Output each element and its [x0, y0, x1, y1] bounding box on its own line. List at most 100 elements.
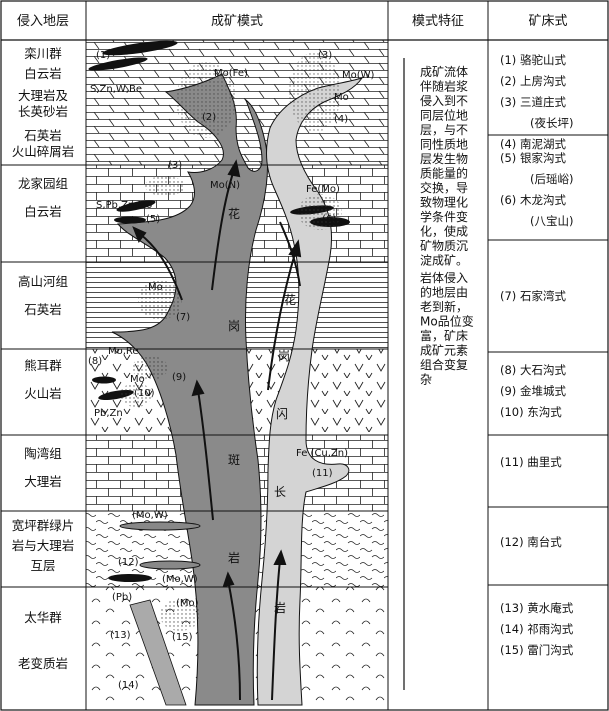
deposit-1-line-2: (2) 上房沟式 [500, 74, 566, 88]
label-n5: (5) [146, 214, 160, 225]
label-n14: (14) [118, 680, 139, 691]
deposit-2-line-4: (八宝山) [530, 214, 573, 228]
model-annotations: (1) S,Zn,W,Be Mo(Fe) (2) (3) Mo(W) Mo (4… [88, 50, 375, 691]
deposit-1-line-1: (1) 骆驼山式 [500, 53, 566, 67]
granodiorite-char-1: 花 [284, 292, 296, 307]
label-fe-cu-zn: Fe (Cu,Zn) [296, 448, 348, 459]
strata-labels: 栾川群白云岩大理岩及长英砂岩石英岩火山碎屑岩龙家园组白云岩高山河组石英岩熊耳群火… [12, 46, 75, 671]
deposit-4-line-2: (9) 金堆城式 [500, 384, 566, 398]
stratum-1-line-6: 火山碎屑岩 [12, 144, 75, 159]
label-n3-top: (3) [318, 50, 332, 61]
feature-a-line-13: 矿物质沉 [420, 239, 468, 253]
orebody-13-band [129, 599, 187, 706]
feature-b-line-6: 成矿元素 [420, 344, 468, 358]
porphyry-char-3: 斑 [228, 453, 240, 467]
label-n15: (15) [172, 632, 193, 643]
label-n9: (9) [172, 372, 186, 383]
deposit-7-line-3: (15) 雷门沟式 [500, 643, 574, 657]
label-mo-re: Mo,Re [108, 346, 139, 357]
label-n6: (6) [322, 214, 336, 225]
feature-a-line-14: 淀成矿。 [420, 254, 468, 268]
feature-a-line-11: 学条件变 [420, 209, 468, 224]
granodiorite-char-5: 岩 [274, 600, 286, 615]
label-n12: (12) [118, 557, 139, 568]
stratum-2-line-1: 龙家园组 [18, 176, 68, 191]
label-n2: (2) [202, 112, 216, 123]
feature-a-line-12: 化，使成 [420, 224, 468, 239]
granodiorite-char-2: 岗 [278, 349, 290, 363]
deposit-2-line-3: (6) 木龙沟式 [500, 193, 566, 207]
stratum-5-line-2: 大理岩 [24, 474, 62, 489]
deposit-2-line-2: (后瑶峪) [530, 172, 573, 186]
label-n1-elements: S,Zn,W,Be [90, 84, 142, 95]
label-mo-7: Mo [148, 282, 163, 293]
granodiorite-char-3: 闪 [276, 407, 288, 421]
header-col-features: 模式特征 [412, 14, 464, 29]
label-mo-15: (Mo) [176, 598, 199, 609]
feature-b-line-1: 岩体侵入 [420, 270, 468, 285]
rock-names: 花 岗 斑 岩 花 岗 闪 长 岩 [228, 206, 296, 615]
label-n11: (11) [312, 468, 333, 479]
feature-b-line-5: 富，矿床 [420, 328, 468, 343]
label-mo-w-12b: (Mo,W) [162, 574, 198, 585]
porphyry-char-4: 岩 [228, 550, 240, 565]
granite-porphyry-body [111, 73, 268, 706]
model-feature-text: 成矿流体伴随岩浆侵入到不同层位地层，与不同性质地层发生物质能量的交换，导致物理化… [420, 65, 474, 387]
stratum-7-line-2: 老变质岩 [18, 656, 68, 671]
feature-b-line-8: 杂 [420, 373, 432, 387]
label-n8: (8) [88, 356, 102, 367]
feature-a-line-10: 致物理化 [420, 196, 468, 210]
stratum-1-line-3: 大理岩及 [18, 88, 69, 103]
alteration-halos [120, 52, 342, 631]
feature-a-line-3: 侵入到不 [420, 93, 468, 108]
feature-a-line-4: 同层位地 [420, 108, 468, 123]
label-s-pb-zn-mo: S,Pb,Zn,Mo [96, 200, 152, 211]
stratum-3-line-2: 石英岩 [24, 302, 62, 317]
label-mo-w-top: Mo(W) [342, 70, 375, 81]
label-mo-10: Mo [130, 374, 145, 385]
stratum-1-line-4: 长英砂岩 [18, 104, 68, 119]
magma-flow-arrows [132, 159, 302, 701]
feature-a-line-6: 同性质地 [420, 138, 468, 152]
label-fe-mo: Fe(Mo) [306, 184, 340, 195]
deposit-1-line-4: (夜长坪) [530, 116, 573, 130]
deposit-4-line-1: (8) 大石沟式 [500, 363, 566, 377]
stratum-2-line-2: 白云岩 [24, 204, 62, 219]
feature-a-line-2: 伴随岩浆 [420, 79, 468, 94]
deposit-3-line-1: (7) 石家湾式 [500, 289, 566, 303]
feature-a-line-7: 层发生物 [420, 151, 468, 166]
header-col-model: 成矿模式 [211, 14, 263, 29]
porphyry-char-1: 花 [228, 206, 240, 221]
feature-a-line-5: 层，与不 [420, 123, 468, 137]
stratum-7-line-1: 太华群 [24, 610, 62, 625]
header-col-strata: 侵入地层 [17, 13, 69, 29]
label-mo-fe: Mo(Fe) [214, 68, 248, 79]
label-mo-w-12a: (Mo,W) [132, 510, 168, 521]
deposit-1-line-3: (3) 三道庄式 [500, 95, 566, 109]
stratum-5-line-1: 陶湾组 [24, 446, 62, 461]
feature-b-line-3: 老到新， [420, 299, 468, 314]
feature-b-line-7: 组合变复 [420, 357, 468, 372]
stratum-1-line-5: 石英岩 [24, 128, 62, 143]
feature-a-line-1: 成矿流体 [420, 65, 468, 79]
stratum-6-line-2: 岩与大理岩 [12, 538, 75, 553]
label-n13: (13) [110, 630, 131, 641]
deposit-type-labels: (1) 骆驼山式(2) 上房沟式(3) 三道庄式(夜长坪)(4) 南泥湖式(5)… [500, 53, 574, 657]
label-n10: (10) [134, 388, 155, 399]
stratum-1-line-2: 白云岩 [24, 66, 62, 81]
deposit-5-line-1: (11) 曲里式 [500, 455, 562, 469]
table-header: 侵入地层 成矿模式 模式特征 矿床式 [17, 13, 568, 29]
label-n1: (1) [96, 50, 110, 61]
feature-b-line-4: Mo品位变 [420, 314, 474, 329]
porphyry-char-2: 岗 [228, 319, 240, 333]
label-pb-zn: Pb,Zn [94, 408, 123, 419]
label-n7: (7) [176, 312, 190, 323]
feature-b-line-2: 的地层由 [420, 285, 468, 300]
granodiorite-char-4: 长 [274, 485, 286, 499]
label-mo-top: Mo [334, 92, 349, 103]
deposit-2-line-1: (5) 银家沟式 [500, 151, 566, 165]
deposit-4-line-3: (10) 东沟式 [500, 405, 562, 419]
header-col-deposits: 矿床式 [528, 14, 567, 29]
